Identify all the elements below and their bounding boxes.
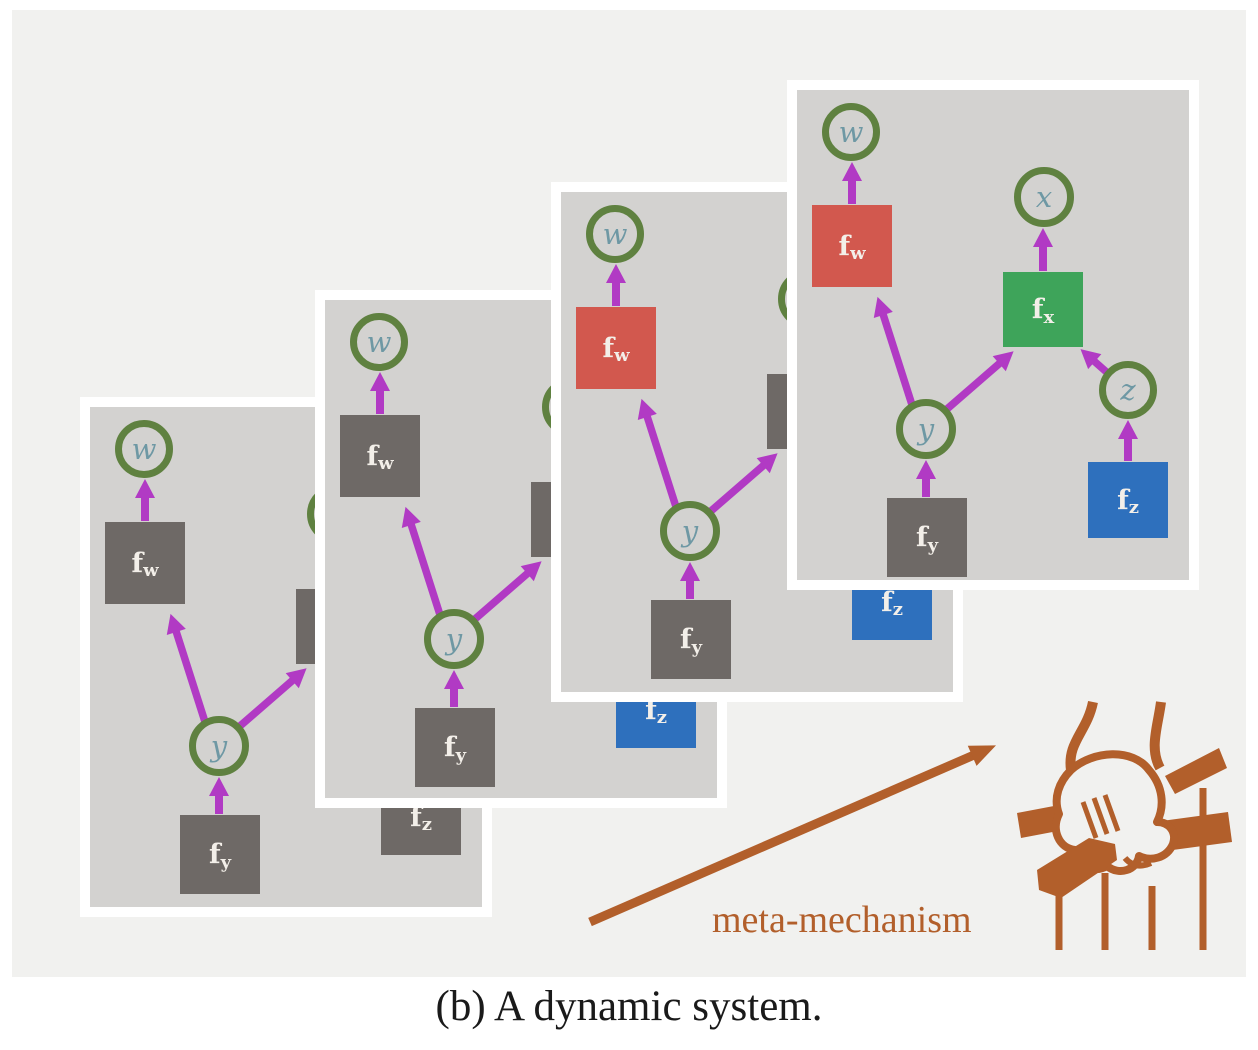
arrow-y-to-fw: [637, 398, 681, 512]
node-y: y: [189, 716, 249, 776]
node-z: z: [1099, 361, 1157, 419]
node-w: w: [350, 313, 408, 371]
meta-mechanism-label: meta-mechanism: [712, 899, 972, 941]
finger-line: [1080, 801, 1099, 839]
puppeteer-hand-icon: [1017, 700, 1232, 950]
node-y: y: [424, 609, 484, 669]
arrow-y-to-fx: [708, 453, 778, 514]
finger-line: [1102, 794, 1121, 832]
finger-line: [1091, 797, 1110, 835]
arrow-y-to-fx: [472, 561, 542, 622]
arrow-y-to-fw: [873, 296, 917, 410]
causal-graph-canvas: w x y z fw fx fy fz: [561, 192, 953, 692]
figure-background: w x y z fw fx fy fz: [12, 10, 1246, 977]
thumb-shape: [1037, 838, 1117, 898]
node-w: w: [822, 103, 880, 161]
arrow-y-to-fw: [401, 506, 445, 620]
knuckle-line: [1122, 855, 1153, 869]
wrist-line: [1065, 700, 1098, 771]
meta-mechanism-arrow: [588, 745, 997, 927]
bar-end-flag: [1165, 748, 1227, 794]
node-x: x: [1014, 167, 1074, 227]
wrist-line: [1149, 701, 1166, 771]
arrow-y-to-fw: [166, 613, 210, 727]
node-y: y: [896, 399, 956, 459]
node-w: w: [115, 420, 173, 478]
arrow-y-to-fx: [237, 668, 307, 729]
node-y: y: [660, 501, 720, 561]
figure-caption: (b) A dynamic system.: [435, 983, 823, 1030]
arrow-y-to-fx: [944, 351, 1014, 412]
node-w: w: [586, 205, 644, 263]
